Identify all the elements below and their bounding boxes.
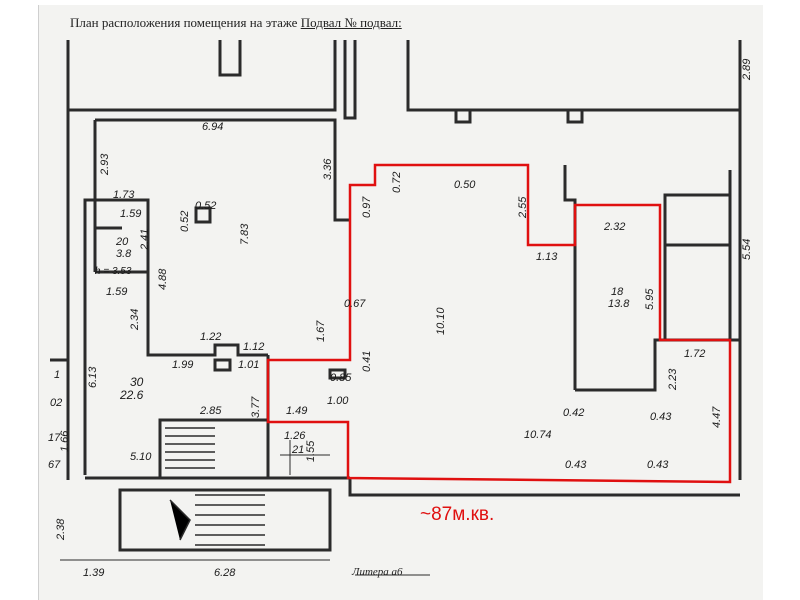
dim-0-67: 0.67 — [344, 298, 366, 310]
dim-1-73: 1.73 — [113, 189, 135, 201]
dim-2-32: 2.32 — [604, 221, 626, 233]
stair-lower-treads — [195, 494, 265, 546]
dim-0-43a: 0.43 — [650, 411, 672, 423]
room-30-area: 22.6 — [120, 388, 144, 402]
dim-2-85: 2.85 — [200, 405, 222, 417]
wall-room30-inner — [95, 198, 268, 357]
dim-1-59a: 1.59 — [120, 208, 142, 220]
dim-0-72: 0.72 — [391, 171, 403, 193]
dim-1-67: 1.67 — [315, 320, 327, 342]
dim-1-72: 1.72 — [684, 348, 706, 360]
dim-1-49: 1.49 — [286, 405, 308, 417]
wall-room18-right — [575, 170, 732, 392]
plan-title-prefix: План расположения помещения на этаже — [70, 15, 301, 30]
dim-6-28: 6.28 — [214, 567, 236, 579]
dim-0-97: 0.97 — [361, 196, 373, 218]
dim-2-34: 2.34 — [129, 308, 141, 330]
dim-2-93: 2.93 — [99, 153, 111, 175]
dim-4-47: 4.47 — [711, 406, 723, 428]
pillar-room30 — [194, 206, 212, 224]
ceiling-height-label: h = 3.53 — [95, 266, 132, 277]
dimension-lines — [60, 440, 430, 576]
room-20-number: 20 — [116, 236, 129, 248]
wall-pilaster-2 — [566, 110, 584, 124]
dim-6-94: 6.94 — [202, 121, 224, 133]
dim-1-13: 1.13 — [536, 251, 558, 263]
walls — [50, 40, 742, 552]
room-21-number: 21 — [292, 444, 305, 456]
dim-0-42: 0.42 — [563, 407, 585, 419]
dim-2-55: 2.55 — [517, 196, 529, 218]
litera-label: Литера а6 — [352, 566, 403, 578]
dim-6-13: 6.13 — [87, 366, 99, 388]
wall-room18-left — [563, 165, 577, 390]
dim-1-26: 1.26 — [284, 430, 306, 442]
dim-7-83: 7.83 — [239, 223, 251, 245]
dim-0-43c: 0.43 — [647, 459, 669, 471]
dim-0-50: 0.50 — [454, 179, 476, 191]
dim-1-99: 1.99 — [172, 359, 194, 371]
room-20-area: 3.8 — [116, 248, 132, 260]
dim-edge-17: 17 — [48, 432, 61, 444]
dim-edge-02: 02 — [50, 397, 63, 409]
dim-2-38: 2.38 — [55, 518, 67, 540]
stair-arrow — [169, 499, 191, 541]
dim-0-85: 0.85 — [330, 372, 352, 384]
dim-10-10: 10.10 — [435, 307, 447, 335]
highlighted-premises-outline — [266, 163, 732, 484]
dim-0-43b: 0.43 — [565, 459, 587, 471]
stair-upper-treads — [165, 427, 215, 469]
dim-2-89: 2.89 — [741, 58, 753, 80]
dim-3-77: 3.77 — [250, 396, 262, 418]
plan-title-floor: Подвал № подвал: — [300, 15, 402, 30]
area-annotation: ~87м.кв. — [420, 504, 495, 525]
dim-2-23: 2.23 — [667, 368, 679, 390]
wall-bottom-right — [348, 478, 740, 497]
dim-0-52a: 0.52 — [179, 210, 191, 232]
dim-1-39: 1.39 — [83, 567, 105, 579]
dim-3-36: 3.36 — [322, 158, 334, 180]
room-30-number: 30 — [130, 375, 144, 389]
stair-treads — [165, 427, 265, 546]
dim-0-52b: 0.52 — [195, 200, 217, 212]
dim-edge-67: 67 — [48, 459, 61, 471]
dim-4-88: 4.88 — [157, 268, 169, 290]
wall-top-right-block — [406, 40, 742, 112]
wall-room30-top — [95, 118, 350, 222]
dim-edge-1: 1 — [54, 369, 61, 381]
pillar-small — [213, 358, 232, 372]
dim-1-59b: 1.59 — [106, 286, 128, 298]
room-18-number: 18 — [611, 286, 624, 298]
dim-10-74: 10.74 — [524, 429, 552, 441]
dim-0-41: 0.41 — [361, 350, 373, 372]
dim-5-95: 5.95 — [644, 288, 656, 310]
wall-pilaster-1 — [454, 110, 472, 124]
wall-stair-lower — [118, 488, 332, 552]
room-18-area: 13.8 — [608, 298, 630, 310]
dim-1-55: 1.55 — [305, 440, 317, 462]
wall-top-mid — [343, 40, 357, 120]
wall-top-column — [218, 40, 242, 77]
wall-top-left — [68, 40, 337, 112]
dim-1-00: 1.00 — [327, 395, 349, 407]
dim-1-01: 1.01 — [238, 359, 260, 371]
plan-title: План расположения помещения на этаже Под… — [70, 15, 402, 31]
dim-5-54: 5.54 — [741, 238, 753, 260]
dim-2-41: 2.41 — [139, 228, 151, 250]
wall-left-lower — [50, 358, 70, 480]
dim-1-22: 1.22 — [200, 331, 222, 343]
dim-1-12: 1.12 — [243, 341, 265, 353]
dim-1-66: 1.66 — [59, 430, 71, 452]
wall-room30-left — [83, 120, 97, 475]
dim-5-10: 5.10 — [130, 451, 152, 463]
paper-background — [38, 5, 763, 600]
pillar-small-2 — [328, 368, 347, 380]
